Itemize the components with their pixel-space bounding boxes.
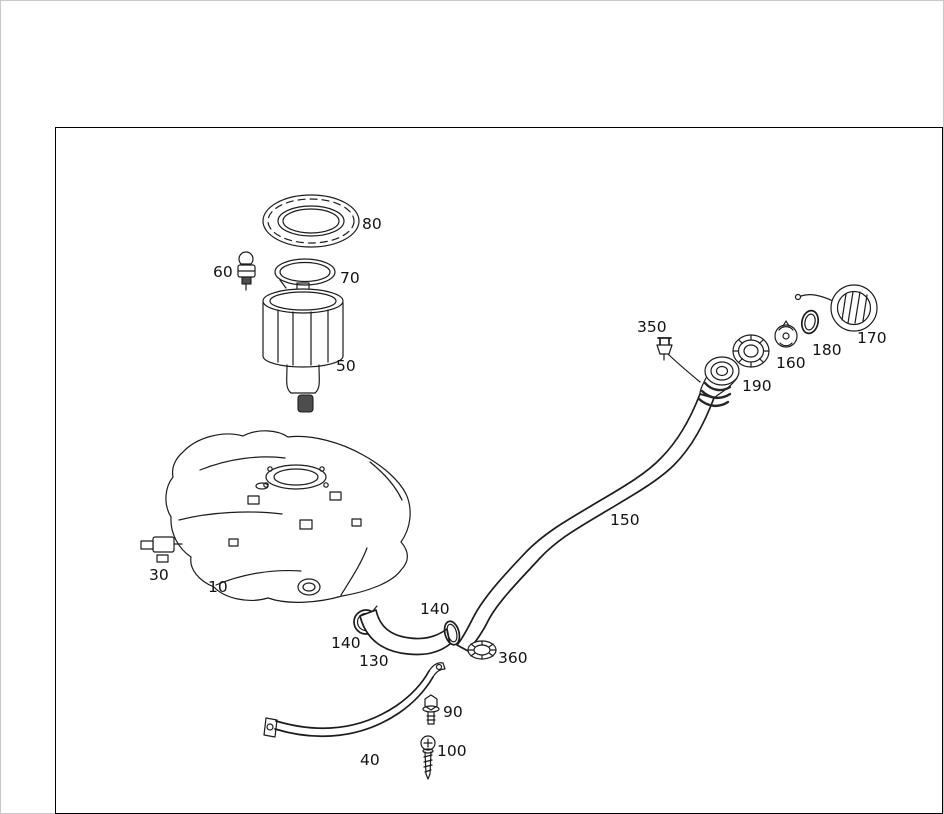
pump-flange — [262, 288, 344, 314]
callout-160[interactable]: 160 — [776, 354, 806, 372]
pump-outlet-port — [297, 394, 314, 413]
callout-180[interactable]: 180 — [812, 341, 842, 359]
part-sensor — [140, 536, 183, 563]
callout-40[interactable]: 40 — [360, 751, 380, 769]
part-vent-valve — [237, 251, 256, 291]
part-filler-neck-insert — [774, 320, 798, 348]
callout-30[interactable]: 30 — [149, 566, 169, 584]
callout-100[interactable]: 100 — [437, 742, 467, 760]
callout-70[interactable]: 70 — [340, 269, 360, 287]
part-tank-strap — [263, 662, 446, 738]
callout-140-front[interactable]: 140 — [331, 634, 361, 652]
part-seal — [732, 334, 770, 368]
part-seal-ring — [274, 258, 336, 286]
callout-80[interactable]: 80 — [362, 215, 382, 233]
part-retaining-clip — [656, 337, 673, 361]
cap-tether — [800, 294, 834, 302]
callout-350[interactable]: 350 — [637, 318, 667, 336]
callout-360[interactable]: 360 — [498, 649, 528, 667]
part-screw — [420, 735, 436, 780]
filler-neck-opening — [704, 356, 740, 386]
tank-outline — [165, 430, 411, 603]
callout-170[interactable]: 170 — [857, 329, 887, 347]
part-fuel-tank — [165, 430, 411, 603]
part-fuel-pump-module — [262, 279, 344, 413]
part-hose-clamp-rear — [443, 620, 461, 646]
callout-60[interactable]: 60 — [213, 263, 233, 281]
tank-outlet-spout — [297, 578, 321, 596]
part-bolt — [422, 694, 440, 725]
callout-50[interactable]: 50 — [336, 357, 356, 375]
part-fuel-cap — [794, 284, 878, 332]
callout-190[interactable]: 190 — [742, 377, 772, 395]
callout-10[interactable]: 10 — [208, 578, 228, 596]
callout-150[interactable]: 150 — [610, 511, 640, 529]
tank-opening — [265, 464, 327, 490]
part-gasket-ring — [800, 309, 820, 335]
part-grommet — [467, 640, 497, 660]
callout-90[interactable]: 90 — [443, 703, 463, 721]
part-locking-ring — [262, 194, 360, 248]
callout-130[interactable]: 130 — [359, 652, 389, 670]
part-filler-pipe — [456, 352, 740, 652]
callout-140-rear[interactable]: 140 — [420, 600, 450, 618]
